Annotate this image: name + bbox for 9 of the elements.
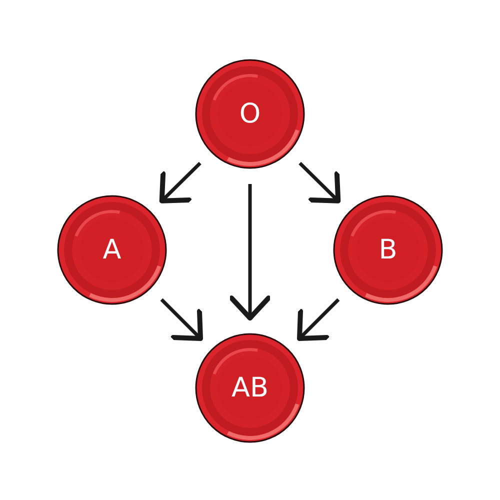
- blood-type-label: AB: [232, 374, 268, 402]
- blood-type-label: A: [102, 236, 122, 264]
- arrow: [159, 162, 202, 204]
- arrow: [160, 298, 203, 341]
- arrow: [228, 184, 272, 320]
- blood-type-label: O: [239, 100, 261, 128]
- arrow: [297, 298, 340, 341]
- blood-type-label: B: [378, 236, 398, 264]
- arrow: [298, 162, 341, 204]
